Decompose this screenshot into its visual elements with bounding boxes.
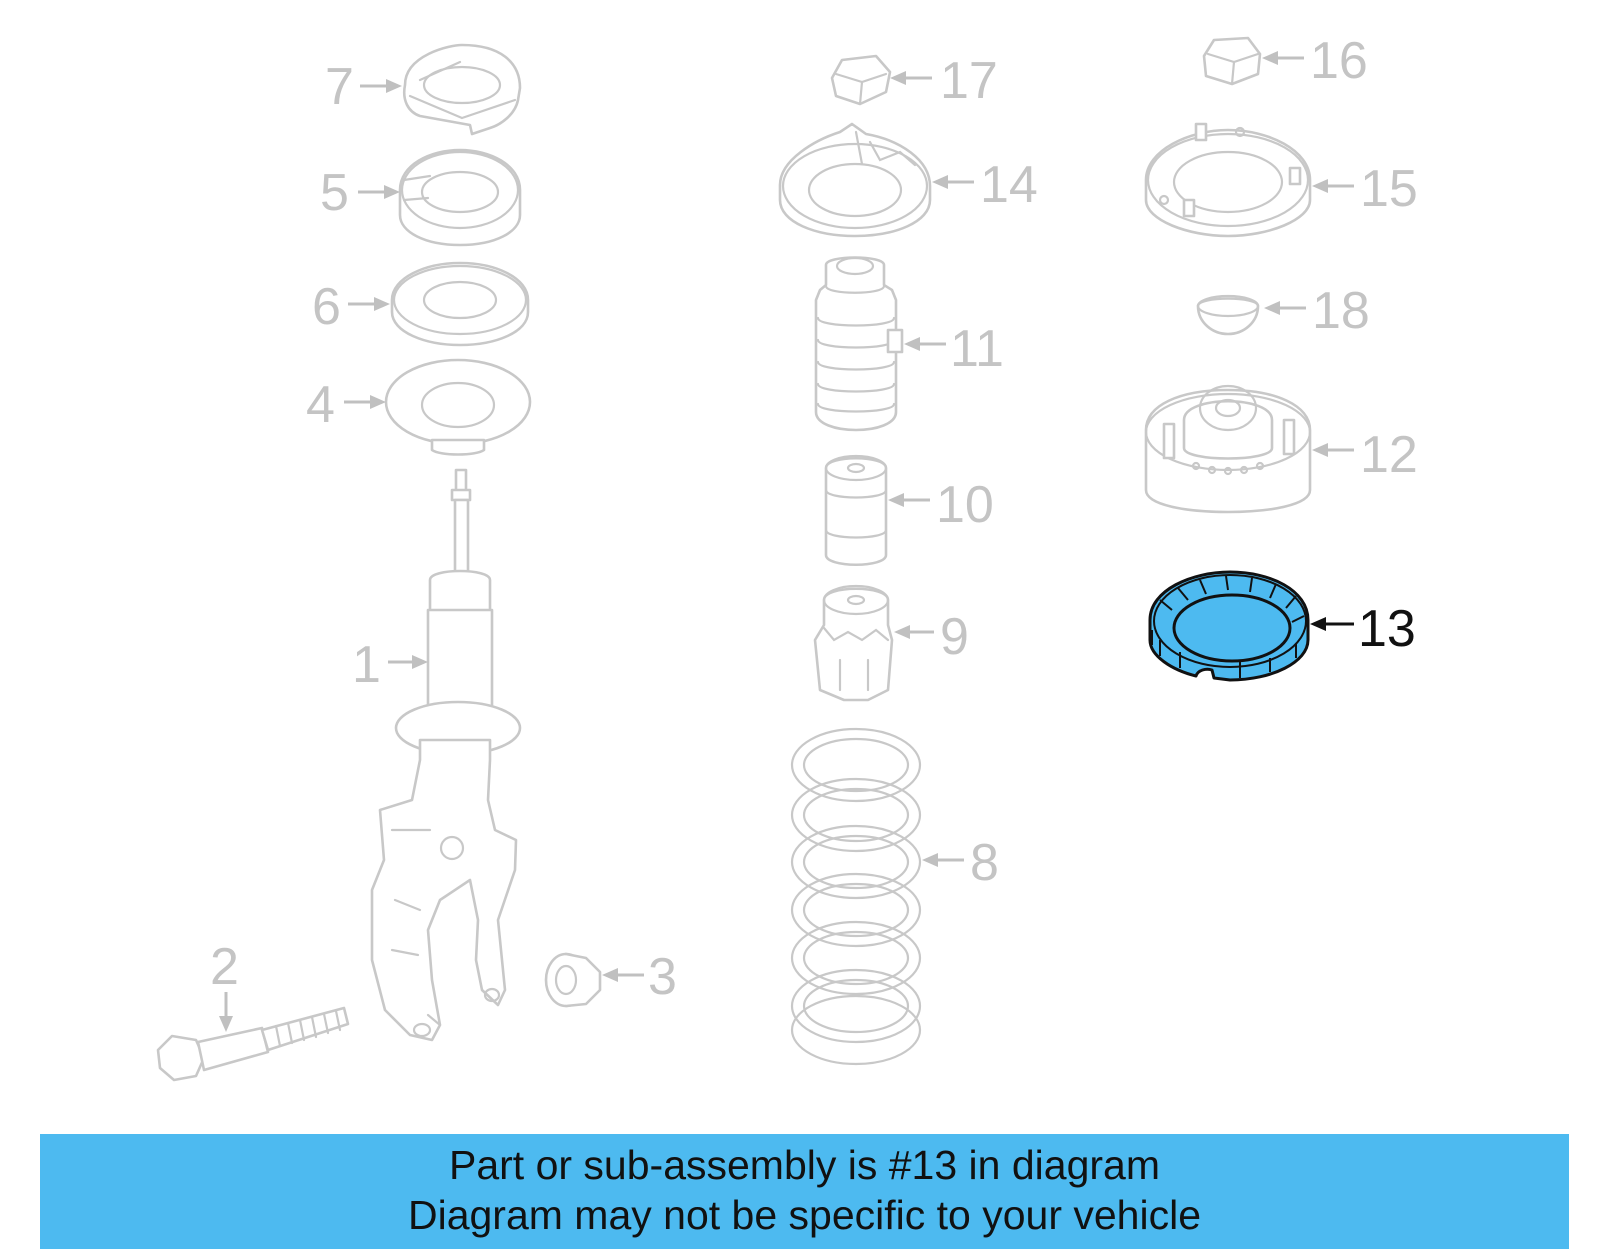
callout-6-label: 6 [312, 278, 341, 336]
callout-3: 3 [602, 948, 677, 1006]
callout-6: 6 [312, 278, 390, 336]
callout-11: 11 [904, 320, 1004, 378]
part-4-lower-seat [384, 358, 532, 456]
part-7-upper-seat [402, 43, 522, 136]
part-5-insulator [398, 148, 522, 247]
callout-16-label: 16 [1310, 32, 1368, 90]
callout-18: 18 [1264, 282, 1370, 340]
callout-4-label: 4 [306, 376, 335, 434]
callout-9: 9 [894, 608, 969, 666]
callout-3-label: 3 [648, 948, 677, 1006]
banner-line-2: Diagram may not be specific to your vehi… [407, 1192, 1201, 1238]
callout-4: 4 [306, 376, 386, 434]
callout-5-label: 5 [320, 164, 349, 222]
part-15-mount-plate [1144, 122, 1312, 238]
banner-line-1: Part or sub-assembly is #13 in diagram [449, 1142, 1160, 1188]
callout-12: 12 [1312, 426, 1418, 484]
callout-13: 13 [1310, 600, 1416, 658]
part-2-bolt [156, 1006, 350, 1082]
callout-7-label: 7 [325, 58, 354, 116]
callout-15-label: 15 [1360, 160, 1418, 218]
part-6-washer [390, 261, 530, 347]
part-18-cap [1196, 294, 1260, 336]
callout-11-label: 11 [950, 320, 1004, 378]
part-8-coil-spring [790, 727, 922, 1066]
callout-2: 2 [210, 938, 239, 1032]
part-1-strut [370, 468, 522, 1042]
callout-10-label: 10 [936, 476, 994, 534]
part-10-bump-stop [824, 454, 888, 567]
part-9-cup [813, 584, 894, 702]
callout-10: 10 [888, 476, 994, 534]
callout-17: 17 [890, 52, 998, 110]
callout-1-label: 1 [352, 636, 381, 694]
callout-2-label: 2 [210, 938, 239, 996]
callout-16: 16 [1262, 32, 1368, 90]
callout-13-label: 13 [1358, 600, 1416, 658]
part-3-nut [544, 952, 602, 1008]
part-13-spring-insulator [1148, 570, 1310, 682]
callout-15: 15 [1312, 160, 1418, 218]
part-11-dust-boot [814, 256, 904, 432]
callout-9-label: 9 [940, 608, 969, 666]
callout-12-label: 12 [1360, 426, 1418, 484]
callout-5: 5 [320, 164, 400, 222]
callout-14: 14 [932, 156, 1038, 214]
info-banner: Part or sub-assembly is #13 in diagram D… [40, 1134, 1569, 1249]
callout-1: 1 [352, 636, 428, 694]
callout-8-label: 8 [970, 834, 999, 892]
callout-17-label: 17 [940, 52, 998, 110]
callout-14-label: 14 [980, 156, 1038, 214]
part-17-nut [830, 54, 892, 106]
part-14-spring-seat [778, 122, 932, 238]
part-12-strut-mount [1144, 384, 1312, 514]
part-16-nut [1202, 36, 1262, 86]
callout-18-label: 18 [1312, 282, 1370, 340]
callout-8: 8 [922, 834, 999, 892]
callout-7: 7 [325, 58, 402, 116]
